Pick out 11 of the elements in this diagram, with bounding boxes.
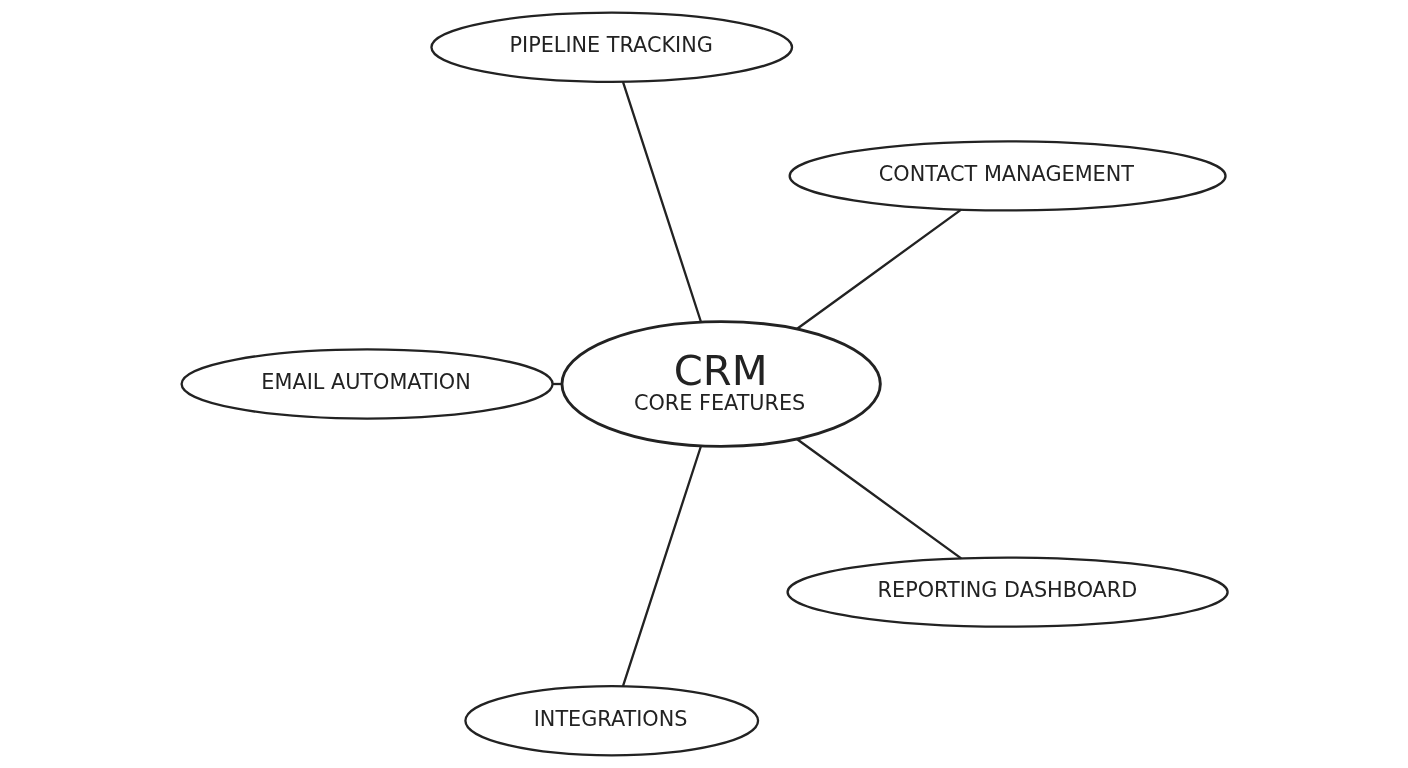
connector <box>621 81 702 323</box>
node-ellipse: REPORTING DASHBOARD <box>785 556 1229 628</box>
connector <box>795 438 962 560</box>
node-ellipse: CRM CORE FEATURES <box>560 320 882 448</box>
node-ellipse: EMAIL AUTOMATION <box>179 348 554 420</box>
node-ellipse: INTEGRATIONS <box>463 685 759 757</box>
node-ellipse: PIPELINE TRACKING <box>429 11 793 83</box>
connector <box>552 382 562 386</box>
connector <box>795 208 962 330</box>
node-ellipse: CONTACT MANAGEMENT <box>788 140 1227 212</box>
connector <box>621 445 702 687</box>
